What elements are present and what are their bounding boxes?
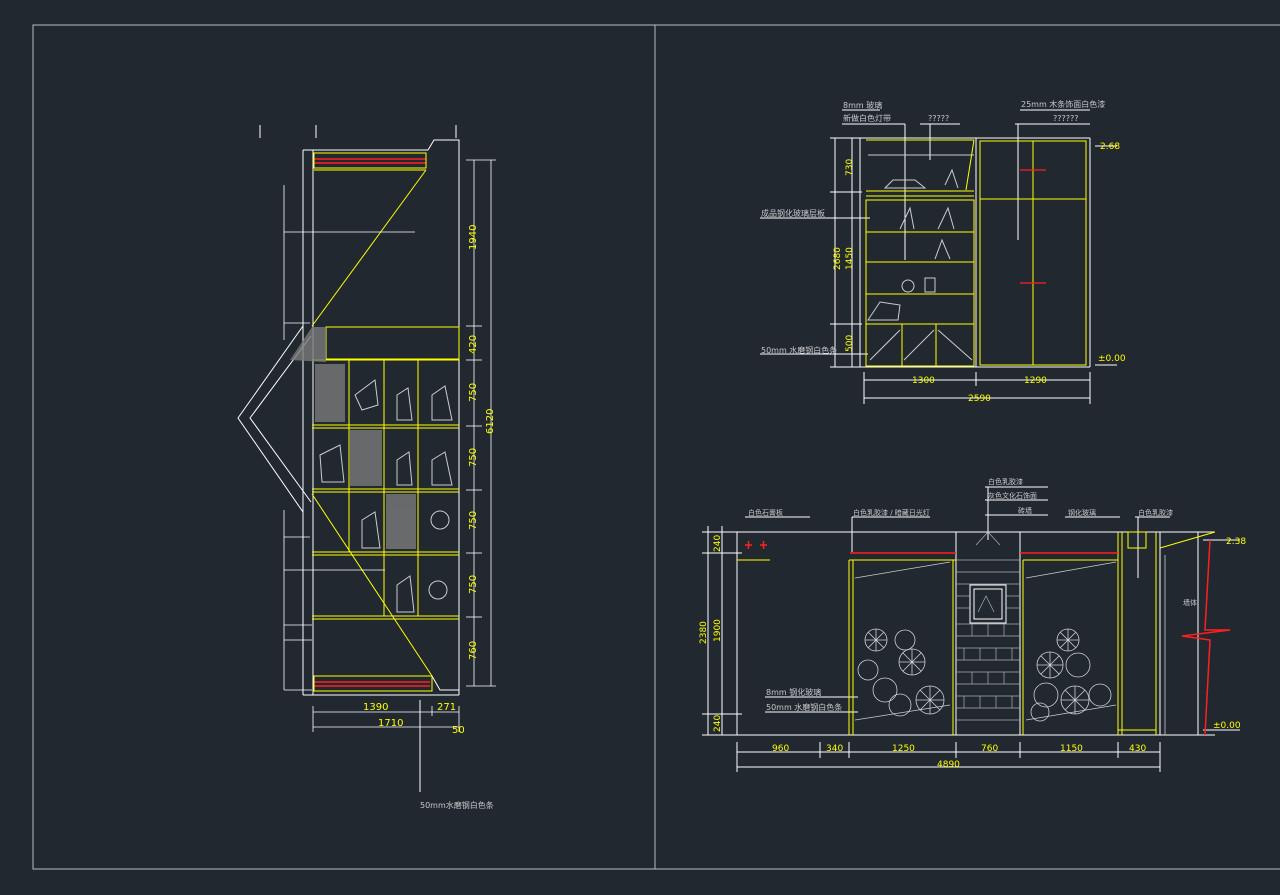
- br-level-top: 2.38: [1226, 537, 1246, 547]
- br-note-7: 白色乳胶漆: [1138, 508, 1173, 517]
- book-icons: [319, 379, 453, 613]
- br-outline: [702, 486, 1240, 772]
- drawing-frame: [32, 24, 1280, 870]
- left-dim-750-c: 750: [468, 511, 479, 530]
- br-note-3: 砖墙: [1018, 506, 1032, 515]
- br-dim-240-top: 240: [713, 535, 723, 552]
- br-dim-1900: 1900: [713, 619, 723, 642]
- br-notes: 白色石膏板 白色乳胶漆 / 暗藏日光灯 白色乳胶漆 灰色文化石饰面 砖墙 钢化玻…: [748, 477, 1197, 712]
- tr-dim-500: 500: [845, 335, 855, 352]
- br-dim-340: 340: [826, 744, 843, 754]
- hatch-panels: [290, 327, 416, 549]
- tr-outline: [760, 109, 1117, 404]
- left-dim-small: 50: [452, 725, 465, 736]
- br-dim-240-bottom: 240: [713, 715, 723, 732]
- left-dim-total: 6120: [485, 409, 496, 434]
- br-dim-760: 760: [981, 744, 998, 754]
- tr-note-shelf: 成品钢化玻璃层板: [761, 208, 825, 218]
- red-strips: [314, 158, 430, 687]
- left-dim-760: 760: [468, 641, 479, 660]
- br-note-8: 8mm 钢化玻璃: [766, 687, 821, 697]
- br-dim-1250: 1250: [892, 744, 915, 754]
- tr-dim-1300: 1300: [912, 376, 935, 386]
- bottom-right-elevation: 白色石膏板 白色乳胶漆 / 暗藏日光灯 白色乳胶漆 灰色文化石饰面 砖墙 钢化玻…: [699, 477, 1246, 772]
- tr-dim-730: 730: [845, 159, 855, 176]
- left-dim-750-a: 750: [468, 383, 479, 402]
- tr-note-lightstrip: 新做白色灯带: [843, 113, 891, 123]
- br-dim-total: 2380: [699, 621, 709, 644]
- tr-dim-1450: 1450: [845, 247, 855, 270]
- tr-yellow: [865, 139, 1087, 367]
- br-note-2: 白色乳胶漆: [988, 477, 1023, 486]
- left-elevation: 1940 420 750 750 750 750 760 6120 1390 2…: [237, 125, 496, 810]
- left-dim-1390: 1390: [363, 702, 388, 713]
- br-note-9: 50mm 水磨钢白色条: [766, 702, 842, 712]
- br-dim-430: 430: [1129, 744, 1146, 754]
- br-dim-width-total: 4890: [937, 760, 960, 770]
- br-dimension-text: 240 1900 240 2380 960 340 1250 760 1150 …: [699, 535, 1246, 770]
- left-bottom-note: 50mm水磨钢白色条: [420, 800, 494, 810]
- plant-motifs: [857, 628, 1112, 722]
- left-dim-750-b: 750: [468, 448, 479, 467]
- br-red-marks: [745, 539, 1231, 736]
- brick-pattern: [956, 531, 1020, 721]
- br-dim-1150: 1150: [1060, 744, 1083, 754]
- tr-dimension-text: 730 1450 500 2680 1300 1290 2590 2.68 ±0…: [833, 142, 1126, 404]
- tr-dim-1290: 1290: [1024, 376, 1047, 386]
- tr-red-handles: [1020, 169, 1046, 284]
- tr-note-q1: ?????: [928, 114, 949, 123]
- br-note-6: 钢化玻璃: [1068, 508, 1096, 517]
- br-note-4: 灰色文化石饰面: [988, 491, 1037, 500]
- top-right-elevation: 8mm 玻璃 新做白色灯带 ????? 25mm 木条饰面白色漆 ?????? …: [760, 99, 1126, 404]
- br-note-1: 白色石膏板: [748, 508, 783, 517]
- br-note-10: 墙体: [1183, 598, 1197, 607]
- left-dim-750-d: 750: [468, 575, 479, 594]
- left-dimension-text: 1940 420 750 750 750 750 760 6120 1390 2…: [363, 225, 496, 736]
- br-yellow: [737, 531, 1216, 735]
- br-level-bottom: ±0.00: [1213, 721, 1241, 731]
- tr-note-strip: 50mm 水磨钢白色条: [761, 345, 837, 355]
- left-dim-420: 420: [468, 335, 479, 354]
- tr-dim-width-total: 2590: [968, 394, 991, 404]
- br-dim-960: 960: [772, 744, 789, 754]
- left-dim-271: 271: [437, 702, 456, 713]
- tr-level-top: 2.68: [1100, 142, 1120, 152]
- br-glass-lines: [854, 555, 1166, 735]
- left-dim-width-total: 1710: [378, 718, 403, 729]
- br-note-5: 白色乳胶漆 / 暗藏日光灯: [853, 508, 930, 517]
- tr-notes: 8mm 玻璃 新做白色灯带 ????? 25mm 木条饰面白色漆 ?????? …: [761, 99, 1105, 355]
- tr-note-glass: 8mm 玻璃: [843, 100, 882, 110]
- left-dim-1940: 1940: [468, 225, 479, 250]
- tr-objects: [867, 154, 974, 361]
- tr-dim-total: 2680: [833, 247, 843, 270]
- left-dimension-lines: [283, 159, 496, 732]
- left-elevation-outline: [237, 125, 460, 792]
- tr-note-wood: 25mm 木条饰面白色漆: [1021, 99, 1105, 109]
- tr-level-bottom: ±0.00: [1098, 354, 1126, 364]
- tr-note-q2: ??????: [1053, 114, 1078, 123]
